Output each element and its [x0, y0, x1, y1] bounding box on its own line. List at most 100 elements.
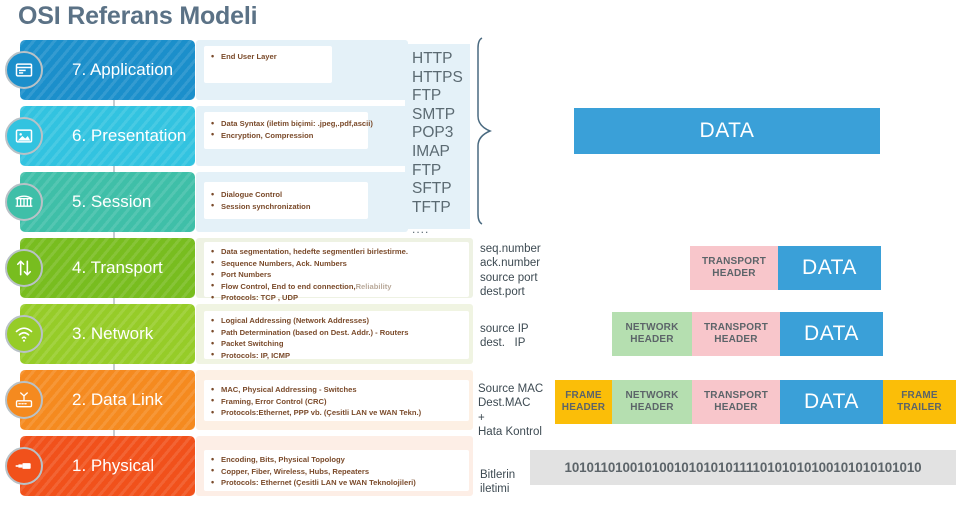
page-title: OSI Referans Modeli — [18, 2, 258, 30]
bullet-item: Protocols:Ethernet, PPP vb. (Çesitli LAN… — [210, 407, 421, 419]
encap-label: DATA — [802, 256, 857, 279]
bullet-item: Packet Switching — [210, 338, 408, 350]
protocol-column-background — [405, 44, 470, 229]
encap-label: DATA — [804, 390, 859, 413]
protocol-item-ellipsis: .... — [412, 222, 430, 237]
browser-window-icon — [5, 51, 43, 89]
pdu-line: source port — [480, 271, 538, 284]
bullets-presentation: Data Syntax (iletim biçimi: .jpeg,.pdf,a… — [210, 118, 373, 141]
bullet-text-reliability: Reliability — [355, 281, 392, 291]
bullet-item: Protocols: IP, ICMP — [210, 349, 408, 362]
pdu-line: source IP — [480, 323, 529, 335]
encap-cell-data: DATA — [778, 246, 881, 290]
pdu-line: Source MAC — [478, 383, 544, 395]
pdu-text-physical: Bitlerin iletimi — [480, 468, 515, 497]
encap-label-line2: HEADER — [630, 402, 674, 413]
layer-label-physical: 1. Physical — [72, 456, 155, 475]
pdu-line: iletimi — [480, 483, 510, 496]
encap-cell-data: DATA — [780, 312, 883, 356]
bullets-application: End User Layer — [210, 51, 277, 63]
encap-cell-transport-header: TRANSPORT HEADER — [690, 246, 778, 290]
encap-cell-frame-trailer: FRAME TRAILER — [883, 380, 956, 424]
plug-connector-icon — [5, 447, 43, 485]
pdu-line: ack.number — [480, 257, 541, 270]
encap-row-upper: DATA — [574, 108, 880, 154]
protocol-list: HTTP HTTPS FTP SMTP POP3 IMAP FTP SFTP T… — [412, 50, 463, 239]
bullet-item: Flow Control, End to end connection,Reli… — [210, 280, 408, 293]
layer-label-presentation: 6. Presentation — [72, 126, 187, 145]
layer-label-transport: 4. Transport — [72, 258, 163, 277]
wifi-signal-icon — [5, 315, 43, 353]
bullets-session: Dialogue Control Session synchronization — [210, 189, 310, 212]
layer-bar-network[interactable]: 3. Network — [20, 304, 195, 364]
layer-label-datalink: 2. Data Link — [72, 390, 163, 409]
encap-cell-transport-header: TRANSPORT HEADER — [692, 312, 780, 356]
encap-cell-transport-header: TRANSPORT HEADER — [692, 380, 780, 424]
bullet-item: Protocols: Ethernet (Çesitli LAN ve WAN … — [210, 477, 416, 489]
protocol-item: HTTP — [412, 50, 453, 67]
bullets-datalink: MAC, Physical Addressing - Switches Fram… — [210, 384, 421, 419]
brace-icon — [477, 37, 492, 225]
pdu-line: Hata Kontrol — [478, 426, 542, 439]
bullet-item: Protocols: TCP , UDP — [210, 292, 408, 304]
pdu-line: + — [478, 411, 485, 424]
encap-cell-data: DATA — [780, 380, 883, 424]
encap-label-line2: HEADER — [561, 402, 606, 413]
pdu-line: seq.number — [480, 243, 541, 255]
protocol-item: FTP — [412, 161, 442, 179]
layer-bar-datalink[interactable]: 2. Data Link — [20, 370, 195, 430]
pdu-line: Bitlerin — [480, 469, 516, 481]
bullet-item: MAC, Physical Addressing - Switches — [210, 384, 421, 396]
encap-label-line2: TRAILER — [897, 402, 942, 413]
bullet-item: Encoding, Bits, Physical Topology — [210, 454, 416, 466]
bullet-item: Port Numbers — [210, 269, 408, 281]
encap-cell-frame-header: FRAME HEADER — [555, 380, 612, 424]
protocol-item: FTP — [412, 87, 442, 105]
encap-label-line2: HEADER — [714, 402, 758, 413]
bullet-item: Encryption, Compression — [210, 129, 373, 142]
pdu-line: dest.port — [480, 286, 525, 299]
protocol-item: IMAP — [412, 142, 450, 160]
encap-label-line1: FRAME — [565, 390, 602, 401]
bullet-item: Data segmentation, hedefte segmentleri b… — [210, 246, 408, 258]
encap-label-line2: HEADER — [712, 268, 756, 279]
encap-row-network: NETWORK HEADER TRANSPORT HEADER DATA — [612, 312, 883, 356]
bullet-item: Sequence Numbers, Ack. Numbers — [210, 257, 408, 270]
image-picture-icon — [5, 117, 43, 155]
layer-bar-physical[interactable]: 1. Physical — [20, 436, 195, 496]
protocol-item: SFTP — [412, 180, 452, 198]
encap-label-line1: TRANSPORT — [703, 322, 769, 333]
bullets-physical: Encoding, Bits, Physical Topology Copper… — [210, 454, 416, 489]
layer-bar-transport[interactable]: 4. Transport — [20, 238, 195, 298]
layer-bar-application[interactable]: 7. Application — [20, 40, 195, 100]
bullets-network: Logical Addressing (Network Addresses) P… — [210, 315, 408, 361]
bullet-item: Dialogue Control — [210, 189, 310, 201]
layer-label-session: 5. Session — [72, 192, 152, 211]
bridge-icon — [5, 183, 43, 221]
bullet-item: Data Syntax (iletim biçimi: .jpeg,.pdf,a… — [210, 118, 373, 130]
bullet-item: Copper, Fiber, Wireless, Hubs, Repeaters — [210, 465, 416, 478]
bullets-transport: Data segmentation, hedefte segmentleri b… — [210, 246, 408, 304]
bullet-item: Framing, Error Control (CRC) — [210, 395, 421, 408]
protocol-item: SMTP — [412, 105, 456, 123]
layer-label-network: 3. Network — [72, 324, 154, 343]
pdu-text-transport: seq.number ack.number source port dest.p… — [480, 242, 541, 300]
encap-label-line1: TRANSPORT — [701, 256, 767, 267]
encap-label: DATA — [699, 119, 755, 142]
encap-cell-network-header: NETWORK HEADER — [612, 380, 692, 424]
bullet-item: Session synchronization — [210, 200, 310, 213]
encap-label: DATA — [804, 322, 859, 345]
up-down-arrows-icon — [5, 249, 43, 287]
pdu-text-network: source IP dest. IP — [480, 322, 529, 351]
layer-bar-presentation[interactable]: 6. Presentation — [20, 106, 195, 166]
encap-label-line1: NETWORK — [625, 322, 679, 333]
bullet-item: End User Layer — [210, 51, 277, 63]
encap-label-line2: HEADER — [714, 334, 758, 345]
bullet-text: Flow Control, End to end connection, — [221, 281, 356, 291]
encap-row-transport: TRANSPORT HEADER DATA — [690, 246, 881, 290]
router-icon — [5, 381, 43, 419]
layer-bar-session[interactable]: 5. Session — [20, 172, 195, 232]
protocol-item: POP3 — [412, 124, 454, 142]
encap-row-datalink: FRAME HEADER NETWORK HEADER TRANSPORT HE… — [555, 380, 956, 424]
